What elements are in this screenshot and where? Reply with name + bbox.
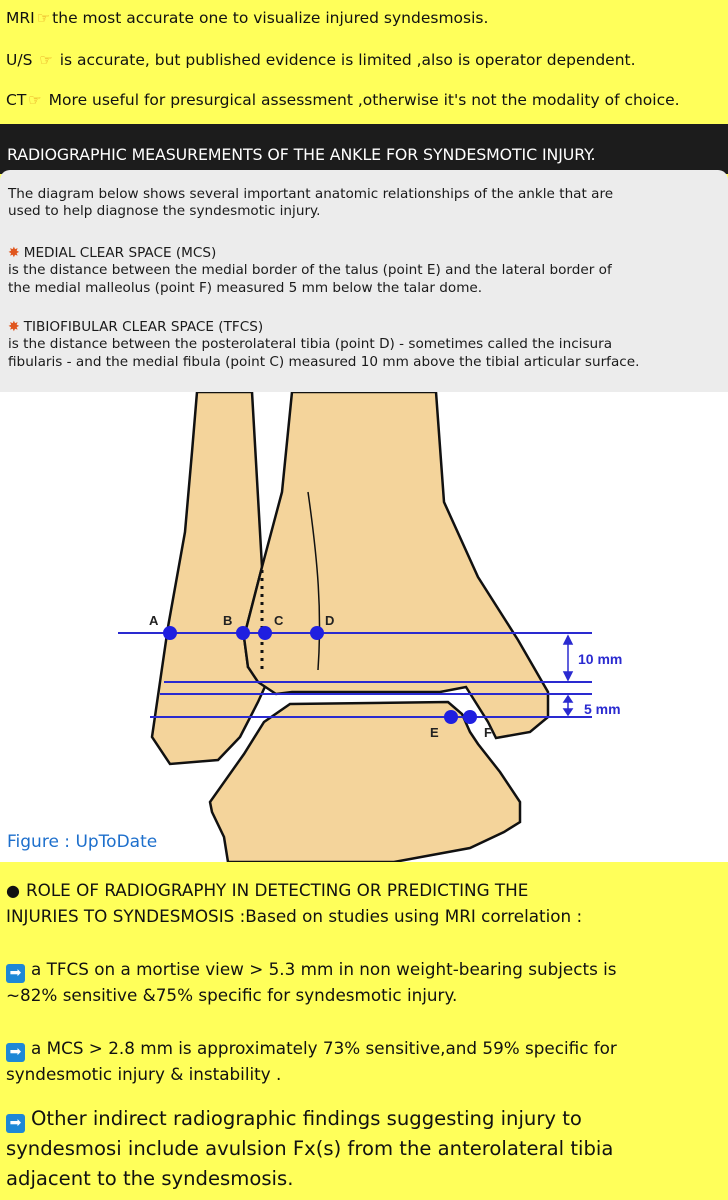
us-label: U/S bbox=[6, 51, 33, 69]
point-b-label: B bbox=[223, 613, 232, 628]
point-c-label: C bbox=[274, 613, 284, 628]
point-f-label: F bbox=[484, 725, 492, 740]
ct-label: CT bbox=[6, 91, 27, 109]
bullet-icon: ● bbox=[6, 881, 20, 900]
tfcs-finding-1: ➡ a TFCS on a mortise view > 5.3 mm in no… bbox=[6, 959, 617, 983]
five-mm-label: 5 mm bbox=[584, 701, 621, 717]
ten-mm-label: 10 mm bbox=[578, 651, 622, 667]
tfcs-line-2: fibularis - and the medial fibula (point… bbox=[8, 354, 640, 370]
role-line-2: INJURIES TO SYNDESMOSIS :Based on studie… bbox=[6, 906, 583, 926]
mcs-finding-1: ➡ a MCS > 2.8 mm is approximately 73% sen… bbox=[6, 1038, 617, 1062]
mcs-finding-text-1: a MCS > 2.8 mm is approximately 73% sens… bbox=[31, 1038, 617, 1058]
collision-icon: ✸ bbox=[8, 245, 20, 261]
other-finding-text-1: Other indirect radiographic findings sug… bbox=[31, 1107, 582, 1130]
tibia-bone bbox=[242, 392, 550, 740]
pointing-hand-icon: ☞ bbox=[39, 51, 53, 69]
ct-text: More useful for presurgical assessment ,… bbox=[43, 91, 680, 109]
point-c bbox=[258, 626, 272, 640]
mri-text: the most accurate one to visualize injur… bbox=[52, 9, 489, 27]
other-finding-3: adjacent to the syndesmosis. bbox=[6, 1167, 294, 1190]
landmark-points bbox=[163, 626, 477, 724]
mri-label: MRI bbox=[6, 9, 35, 27]
point-a-label: A bbox=[149, 613, 159, 628]
mri-line: MRI☞the most accurate one to visualize i… bbox=[6, 9, 488, 27]
talus-bone bbox=[208, 700, 522, 862]
ct-line: CT☞ More useful for presurgical assessme… bbox=[6, 91, 680, 109]
figure-caption: Figure : UpToDate bbox=[7, 832, 158, 852]
mcs-heading: ✸MEDIAL CLEAR SPACE (MCS) bbox=[8, 245, 216, 262]
radiography-role-section: ● ROLE OF RADIOGRAPHY IN DETECTING OR PRE… bbox=[0, 862, 728, 1200]
point-e-label: E bbox=[430, 725, 439, 740]
right-arrow-icon: ➡ bbox=[6, 1043, 25, 1062]
intro-line-1: The diagram below shows several importan… bbox=[8, 186, 614, 202]
mcs-line-2: the medial malleolus (point F) measured … bbox=[8, 280, 483, 296]
mcs-finding-2: syndesmotic injury & instability . bbox=[6, 1064, 282, 1084]
incisura-line bbox=[307, 491, 321, 671]
measurement-lines bbox=[118, 632, 592, 718]
fibula-bone bbox=[150, 392, 270, 766]
tfcs-finding-text-1: a TFCS on a mortise view > 5.3 mm in non… bbox=[31, 959, 617, 979]
top-section: MRI☞the most accurate one to visualize i… bbox=[0, 0, 728, 124]
mcs-title: MEDIAL CLEAR SPACE (MCS) bbox=[23, 245, 217, 261]
intro-line-2: used to help diagnose the syndesmotic in… bbox=[8, 203, 321, 219]
section-title: RADIOGRAPHIC MEASUREMENTS OF THE ANKLE F… bbox=[7, 145, 596, 164]
description-card: The diagram below shows several importan… bbox=[0, 170, 728, 392]
point-e bbox=[444, 710, 458, 724]
point-d bbox=[310, 626, 324, 640]
right-arrow-icon: ➡ bbox=[6, 1114, 25, 1133]
point-f bbox=[463, 710, 477, 724]
right-arrow-icon: ➡ bbox=[6, 964, 25, 983]
collision-icon: ✸ bbox=[8, 319, 20, 335]
role-line-1: ● ROLE OF RADIOGRAPHY IN DETECTING OR PRE… bbox=[6, 880, 528, 900]
point-b bbox=[236, 626, 250, 640]
tfcs-line-1: is the distance between the posterolater… bbox=[8, 336, 613, 352]
point-a bbox=[163, 626, 177, 640]
ankle-diagram-svg: 10 mm 5 mm A B C D E F bbox=[118, 392, 622, 862]
tfcs-title: TIBIOFIBULAR CLEAR SPACE (TFCS) bbox=[23, 319, 264, 335]
other-finding-2: syndesmosi include avulsion Fx(s) from t… bbox=[6, 1137, 614, 1160]
other-finding-1: ➡ Other indirect radiographic findings su… bbox=[6, 1107, 582, 1133]
dimension-markers bbox=[562, 634, 574, 717]
us-text: is accurate, but published evidence is l… bbox=[54, 51, 636, 69]
mcs-line-1: is the distance between the medial borde… bbox=[8, 262, 612, 278]
tfcs-heading: ✸TIBIOFIBULAR CLEAR SPACE (TFCS) bbox=[8, 319, 263, 336]
us-line: U/S ☞ is accurate, but published evidenc… bbox=[6, 51, 636, 69]
role-text-1: ROLE OF RADIOGRAPHY IN DETECTING OR PRED… bbox=[25, 880, 529, 900]
section-header: RADIOGRAPHIC MEASUREMENTS OF THE ANKLE F… bbox=[0, 124, 728, 174]
point-d-label: D bbox=[325, 613, 334, 628]
tfcs-finding-2: ~82% sensitive &75% specific for syndesm… bbox=[6, 985, 458, 1005]
pointing-hand-icon: ☞ bbox=[36, 9, 51, 27]
ankle-diagram: 10 mm 5 mm A B C D E F Figure : UpToDate bbox=[0, 392, 728, 862]
pointing-hand-icon: ☞ bbox=[28, 91, 42, 109]
